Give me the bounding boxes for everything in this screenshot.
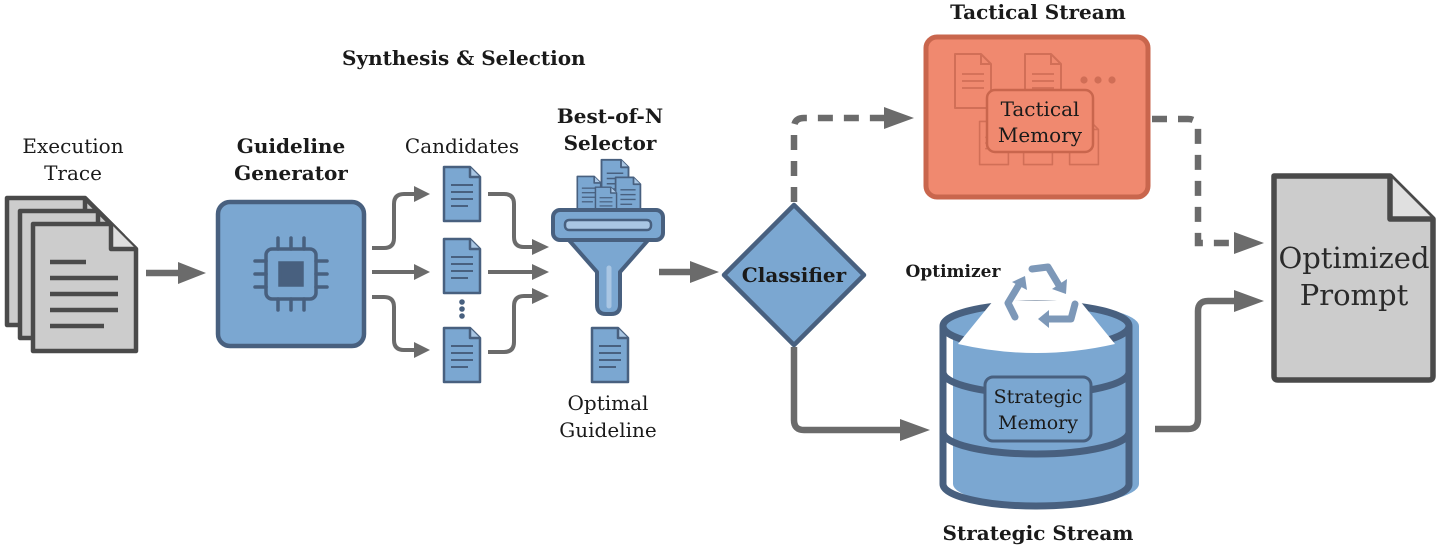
optimal-guideline-label: Optimal Guideline — [559, 391, 657, 442]
arrows-generator-to-candidates — [372, 192, 416, 352]
candidates-ellipsis-icon — [459, 299, 465, 319]
arrows-candidates-to-selector — [488, 192, 534, 354]
tactical-ellipsis-icon — [1080, 76, 1116, 84]
strategic-database-icon — [939, 300, 1139, 510]
candidate-doc-2-icon — [442, 237, 482, 295]
funnel-icon — [551, 208, 665, 316]
candidate-doc-3-icon — [442, 326, 482, 384]
arrowheads-generator-to-candidates — [414, 186, 430, 358]
optimizer-label: Optimizer — [905, 262, 1001, 282]
strategic-stream-label: Strategic Stream — [942, 521, 1134, 545]
optimal-guideline-doc-icon — [590, 326, 630, 384]
classifier-diamond — [721, 202, 867, 348]
execution-trace-docs-icon — [4, 195, 139, 354]
tactical-memory-label: Tactical Memory — [997, 97, 1083, 147]
best-of-n-selector-label: Best-of-N Selector — [556, 104, 664, 155]
chip-icon — [253, 236, 329, 312]
arrow-classifier-to-tactical — [790, 107, 914, 202]
arrow-trace-to-generator — [146, 262, 206, 284]
arrow-strategic-to-prompt — [1155, 290, 1264, 433]
arrow-selector-to-classifier — [659, 261, 719, 283]
candidates-label: Candidates — [404, 134, 520, 158]
tactical-memory-box — [985, 88, 1095, 154]
strategic-memory-label: Strategic Memory — [993, 386, 1083, 434]
tactical-stream-label: Tactical Stream — [950, 0, 1126, 24]
execution-trace-label: Execution Trace — [22, 134, 124, 185]
classifier-label: Classifier — [741, 263, 847, 287]
arrowheads-candidates-to-selector — [532, 239, 549, 304]
optimized-prompt-doc-icon — [1271, 173, 1436, 383]
candidate-doc-1-icon — [442, 165, 482, 223]
arrow-classifier-to-strategic — [790, 347, 930, 441]
synthesis-selection-label: Synthesis & Selection — [342, 46, 586, 70]
arrow-tactical-to-prompt — [1152, 115, 1264, 254]
optimized-prompt-label: Optimized Prompt — [1278, 241, 1430, 312]
strategic-memory-box — [983, 375, 1093, 443]
recycle-icon — [1004, 263, 1079, 328]
guideline-generator-label: Guideline Generator — [234, 134, 348, 185]
